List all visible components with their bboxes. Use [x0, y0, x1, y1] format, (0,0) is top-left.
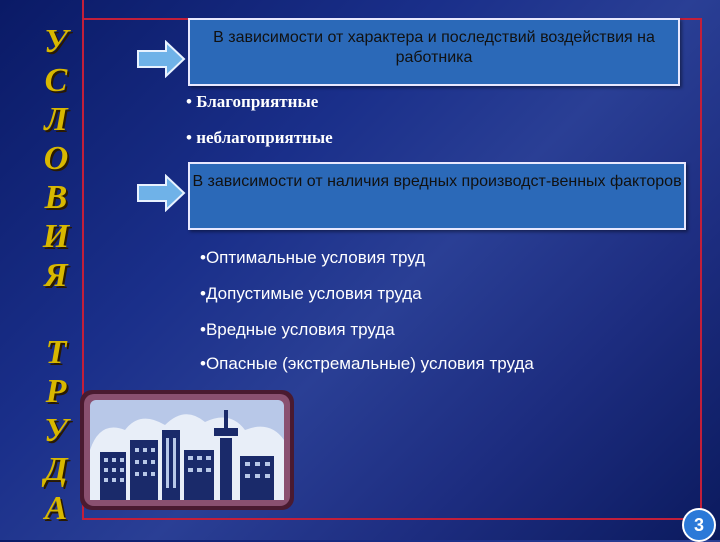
frame-right-line [700, 18, 702, 518]
vertical-title: У С Л О В И Я Т Р У Д А [38, 22, 74, 528]
title-letter: Я [44, 257, 68, 294]
right-arrow-icon [137, 40, 186, 78]
title-letter: У [44, 23, 68, 60]
title-letter: У [44, 412, 68, 449]
bullet-favorable: • Благоприятные [186, 92, 319, 111]
title-letter: А [44, 490, 68, 527]
category-box-factors: В зависимости от наличия вредных произво… [188, 162, 686, 230]
title-letter: Т [45, 334, 67, 371]
title-letter: И [42, 218, 70, 255]
right-arrow-icon [137, 174, 186, 212]
bullet-dangerous: •Опасные (экстремальные) условия труда [200, 354, 534, 373]
bullet-unfavorable: • неблагоприятные [186, 128, 333, 147]
title-letter: Л [44, 101, 68, 138]
frame-left-line [82, 0, 84, 520]
title-letter: Д [44, 451, 68, 488]
frame-bottom-line [82, 518, 702, 520]
title-letter: Р [45, 373, 67, 410]
title-letter: С [44, 62, 68, 99]
title-letter: О [43, 140, 69, 177]
bullet-acceptable: •Допустимые условия труда [200, 284, 422, 303]
bullet-harmful: •Вредные условия труда [200, 320, 395, 339]
city-skyline-icon [80, 390, 294, 510]
title-letter: В [44, 179, 68, 216]
category-box-impact: В зависимости от характера и последствий… [188, 18, 680, 86]
bullet-optimal: •Оптимальные условия труд [200, 248, 426, 267]
page-number-badge: 3 [682, 508, 716, 542]
category-box-text: В зависимости от наличия вредных произво… [192, 173, 682, 190]
category-box-text: В зависимости от характера и последствий… [213, 29, 655, 66]
